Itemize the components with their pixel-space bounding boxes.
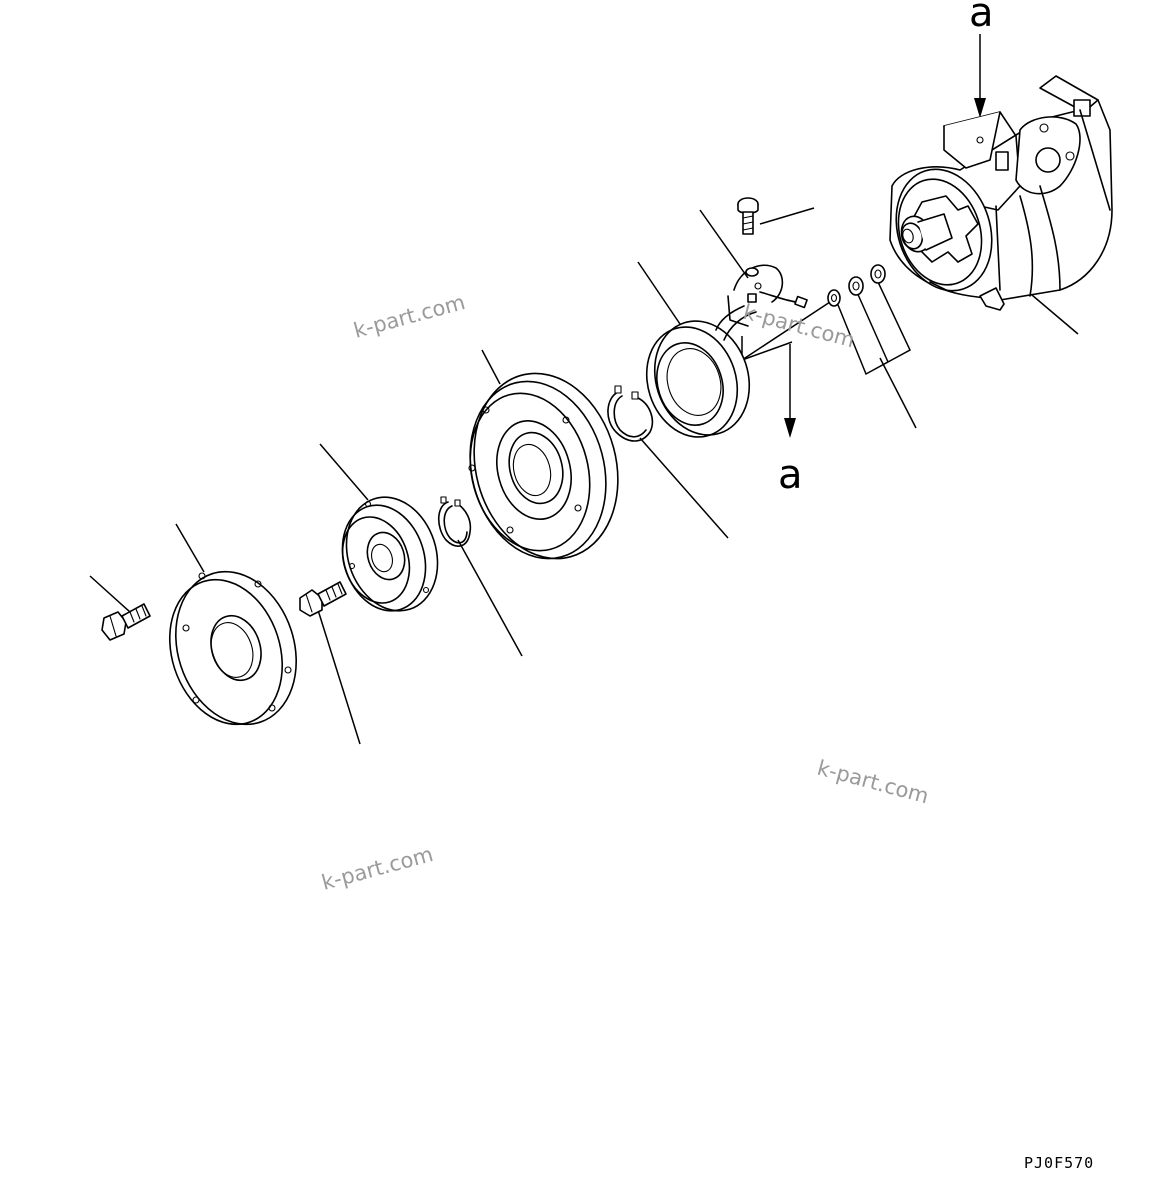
armature-hub-icon	[341, 496, 439, 612]
callout-a-top: a	[969, 0, 994, 36]
snap-ring-large-icon	[607, 385, 654, 442]
pulley-icon	[468, 372, 619, 560]
watermark: k-part.com	[319, 842, 436, 895]
leader-lines	[89, 34, 1079, 745]
screw-icon	[737, 197, 759, 235]
clutch-plate-icon	[168, 570, 297, 726]
hub-bolt-icon	[299, 581, 347, 617]
flange-bolt-icon	[101, 603, 151, 641]
callout-a-bottom: a	[778, 452, 803, 498]
field-coil-icon	[645, 305, 757, 438]
shim-washer-icon	[827, 264, 886, 307]
watermark: k-part.com	[815, 756, 932, 809]
drawing-code: PJ0F570	[1024, 1154, 1094, 1172]
snap-ring-small-icon	[437, 496, 472, 547]
lead-wire-clamp-icon	[727, 264, 808, 327]
watermark: k-part.com	[351, 290, 468, 343]
compressor-body-icon	[889, 75, 1113, 311]
